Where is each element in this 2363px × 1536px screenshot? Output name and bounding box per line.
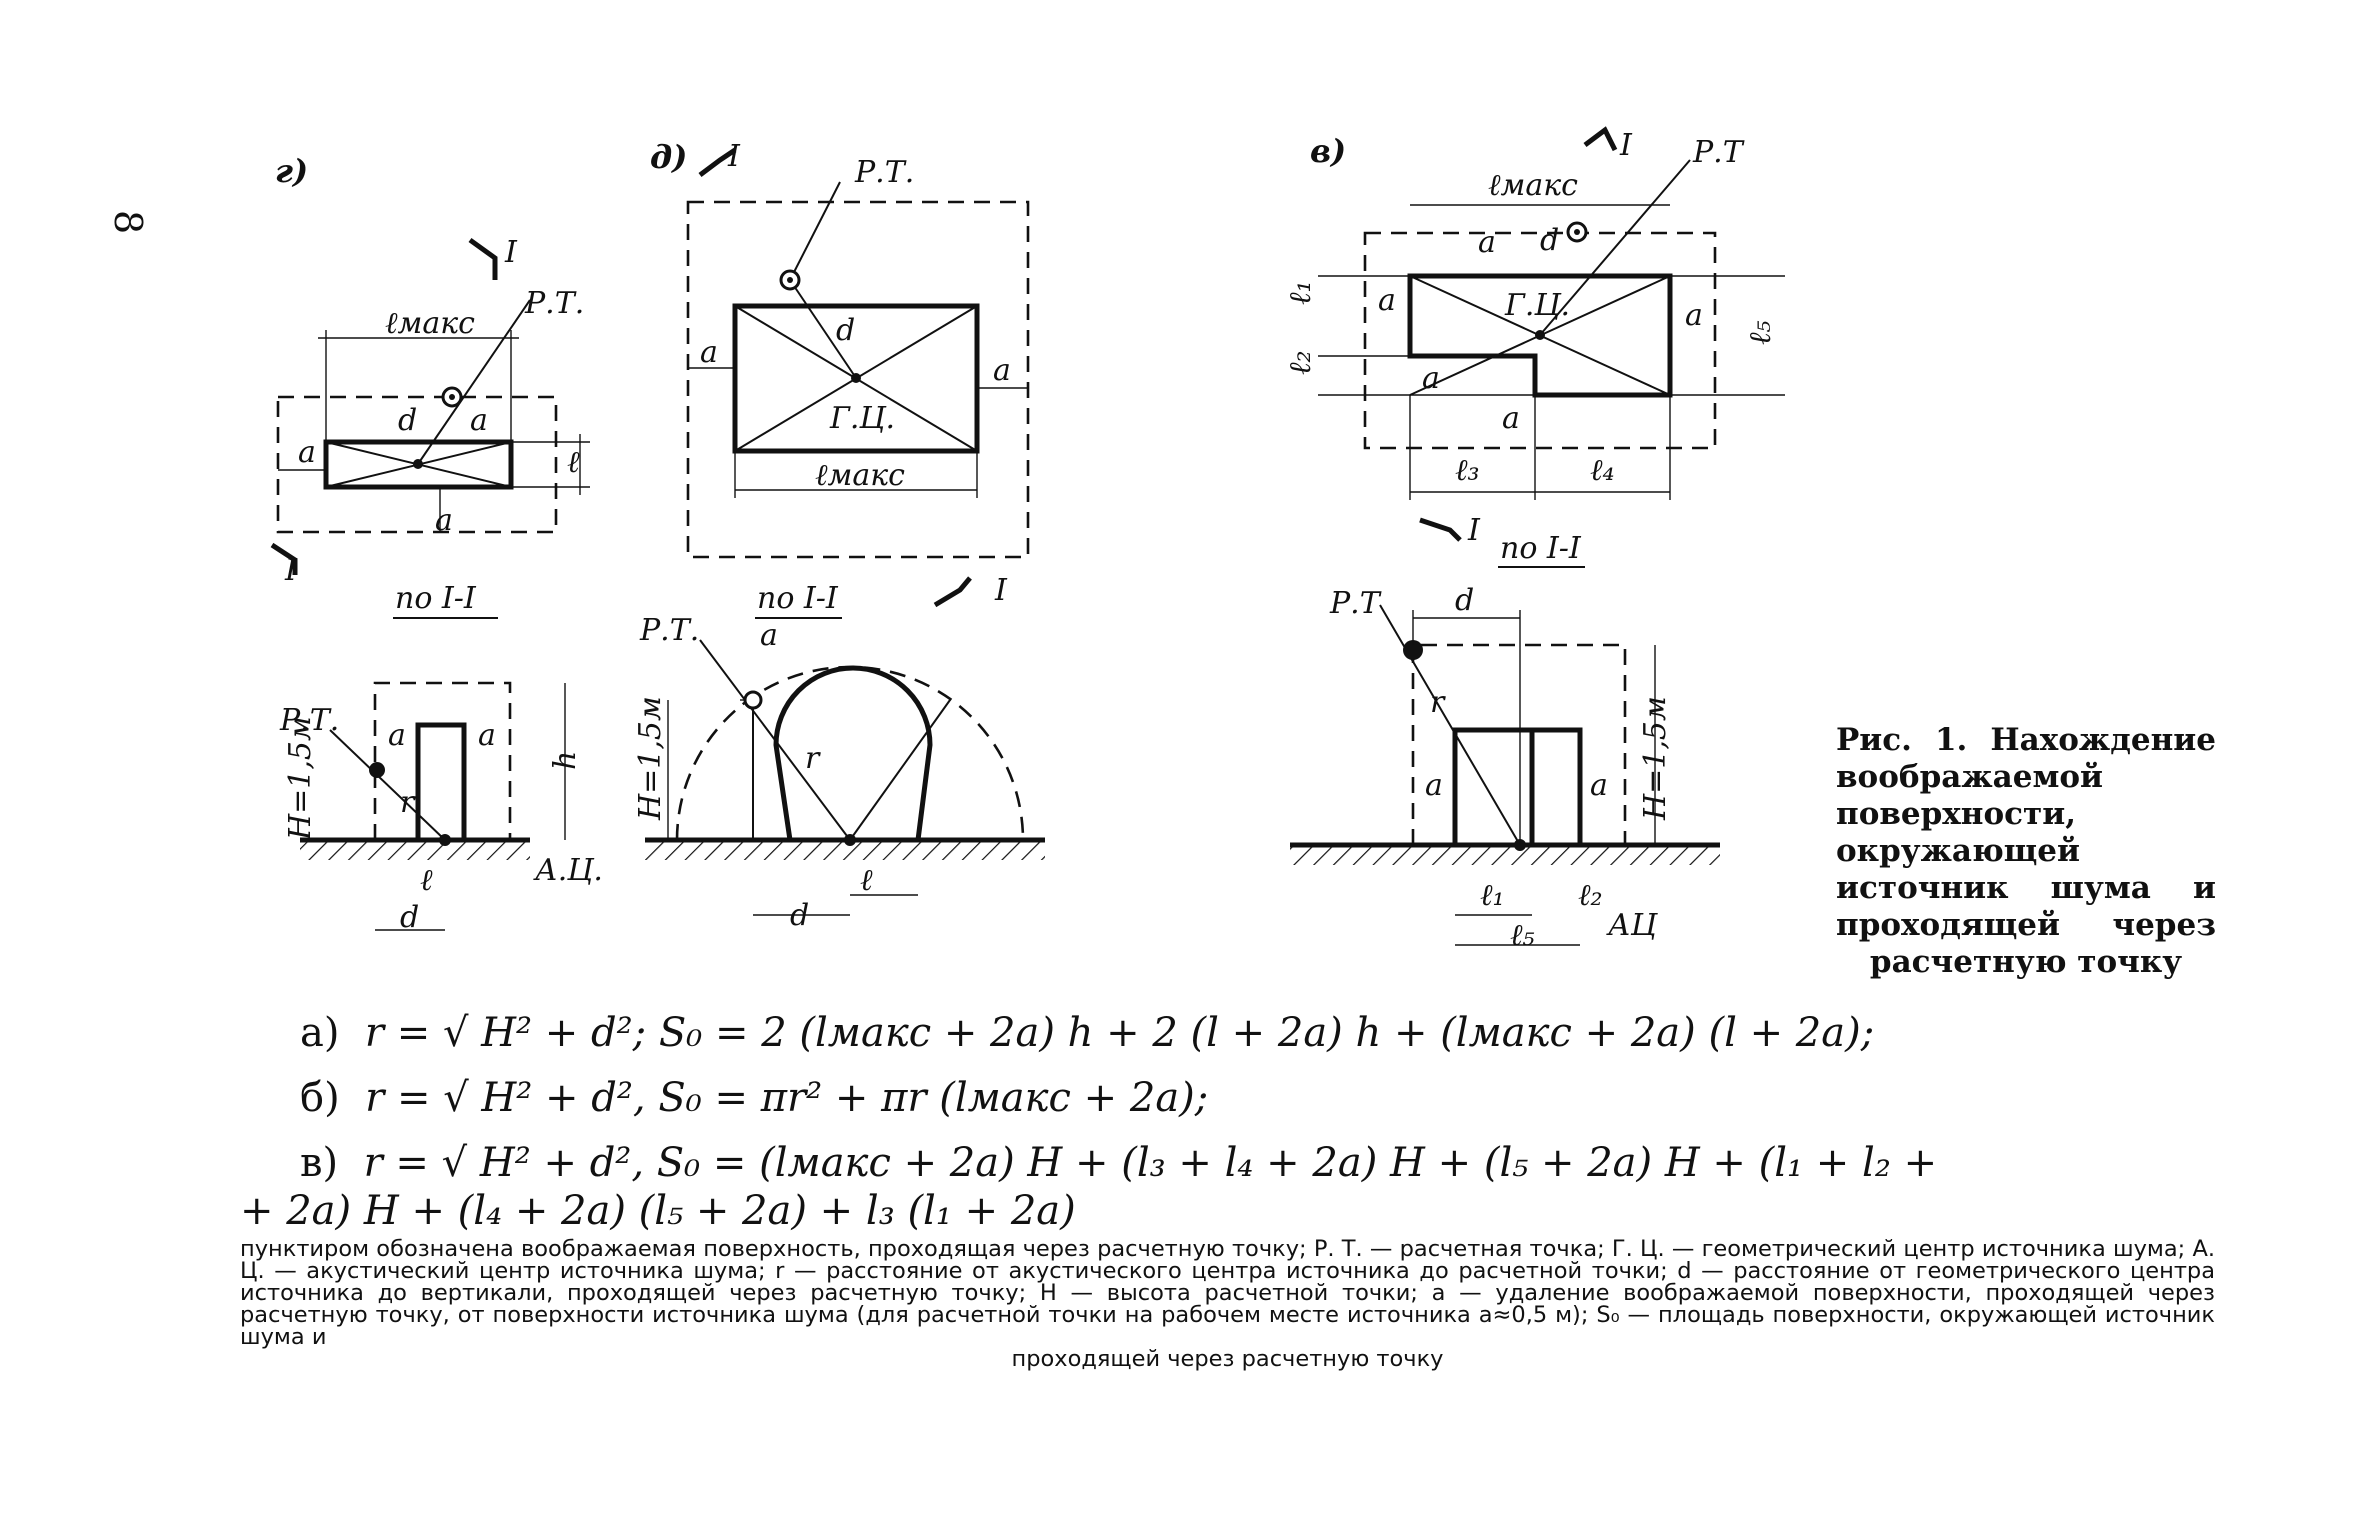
svg-text:I: I [1467,513,1481,548]
svg-text:Р.Т.: Р.Т. [524,286,584,321]
svg-text:a: a [470,403,488,438]
panel-c-plan: в) Р.Т ℓмакс Г.Ц. a d a a a a ℓ₁ ℓ₂ ℓ₅ ℓ… [1283,126,1785,568]
svg-text:АЦ: АЦ [1606,908,1659,943]
svg-text:a: a [1502,401,1520,436]
panel-c-section-label: по I-I [1500,531,1582,566]
svg-text:d: d [1455,583,1474,618]
svg-text:Р.Т: Р.Т [1692,135,1745,170]
panel-c-section: Р.Т d r a a ℓ₁ ℓ₂ ℓ₅ АЦ H=1,5м [1290,583,1720,953]
svg-text:r: r [805,741,821,776]
svg-text:ℓмакс: ℓмакс [385,306,475,341]
svg-text:a: a [1378,283,1396,318]
panel-b-plan: д) Р.Т. d Г.Ц. a a ℓмакс I I по I-I [650,138,1030,619]
svg-text:d: d [836,313,855,348]
svg-text:a: a [298,435,316,470]
panel-c-tag: в) [1310,132,1346,170]
svg-text:a: a [1685,298,1703,333]
svg-text:a: a [993,353,1011,388]
panel-a-section: Р.Т. a a r ℓ d А.Ц. h H=1,5м [279,681,603,935]
svg-text:I: I [284,553,298,588]
svg-text:Г.Ц.: Г.Ц. [829,401,895,436]
panel-a-source [323,439,514,490]
svg-text:ℓ₃: ℓ₃ [1455,453,1480,488]
panel-a-section-source [415,722,467,843]
panel-c-section-source [1452,727,1583,848]
svg-text:Р.Т.: Р.Т. [639,613,699,648]
svg-text:a: a [388,718,406,753]
svg-text:ℓ₅: ℓ₅ [1743,320,1778,345]
svg-text:ℓ₁: ℓ₁ [1283,280,1318,305]
formula-a: а) r = √ H² + d²; S₀ = 2 (lмакс + 2a) h … [300,1010,1875,1056]
svg-text:a: a [1590,768,1608,803]
svg-text:r: r [400,785,416,820]
svg-text:ℓ₅: ℓ₅ [1510,918,1535,953]
panel-b-tag: д) [650,138,687,176]
svg-text:Г.Ц.: Г.Ц. [1504,288,1570,323]
svg-text:H=1,5м: H=1,5м [283,716,318,841]
svg-text:a: a [1425,768,1443,803]
svg-text:a: a [435,503,453,538]
panel-b-imaginary-surface [686,200,1030,559]
svg-text:a: a [1422,361,1440,396]
panel-a-imaginary-surface [276,395,558,534]
svg-text:a: a [760,618,778,653]
svg-text:I: I [727,139,741,174]
svg-text:ℓ: ℓ [567,445,580,480]
svg-text:Р.Т.: Р.Т. [854,155,914,190]
svg-text:Р.Т.: Р.Т. [279,703,339,738]
svg-text:a: a [700,335,718,370]
svg-text:Р.Т: Р.Т [1329,586,1382,621]
figure-legend: пунктиром обозначена воображаемая поверх… [240,1236,2215,1372]
svg-text:I: I [1619,128,1633,163]
svg-text:d: d [1540,223,1559,258]
panel-a-plan: г) ℓмакс Р.Т. d a a a ℓ I I по I-I [270,152,590,619]
panel-a-tag: г) [275,152,308,190]
svg-text:I: I [504,235,518,270]
svg-text:ℓ₁: ℓ₁ [1480,878,1505,913]
svg-text:ℓ₂: ℓ₂ [1578,878,1603,913]
svg-text:А.Ц.: А.Ц. [533,853,603,888]
legend-main: пунктиром обозначена воображаемая поверх… [240,1236,2215,1350]
svg-text:ℓ: ℓ [860,863,873,898]
panel-c-imaginary-surface [1363,231,1717,450]
svg-text:I: I [994,573,1008,608]
svg-text:ℓмакс: ℓмакс [815,458,905,493]
svg-text:r: r [1430,685,1446,720]
svg-text:d: d [400,900,419,935]
svg-text:a: a [478,718,496,753]
svg-text:ℓ: ℓ [420,863,433,898]
figure-caption: Рис. 1. Нахождение воображаемой поверхно… [1836,722,2216,980]
svg-text:ℓмакс: ℓмакс [1488,168,1578,203]
svg-text:H=1,5м: H=1,5м [633,696,668,821]
panel-a-section-label: по I-I [395,581,477,616]
svg-text:a: a [1478,225,1496,260]
svg-text:ℓ₂: ℓ₂ [1283,350,1318,375]
panel-b-section: Р.Т. a r ℓ d H=1,5м [633,613,1045,933]
svg-text:ℓ₄: ℓ₄ [1590,453,1615,488]
svg-text:d: d [398,403,417,438]
formula-b: б) r = √ H² + d², S₀ = πr² + πr (lмакс +… [300,1075,1209,1121]
formula-c: в) r = √ H² + d², S₀ = (lмакс + 2a) H + … [300,1140,1938,1186]
panel-b-source [732,303,980,454]
panel-b-section-label: по I-I [757,581,839,616]
legend-last-line: проходящей через расчетную точку [1011,1346,1444,1372]
formula-c-continuation: + 2a) H + (l₄ + 2a) (l₅ + 2a) + l₃ (l₁ +… [240,1188,1076,1234]
